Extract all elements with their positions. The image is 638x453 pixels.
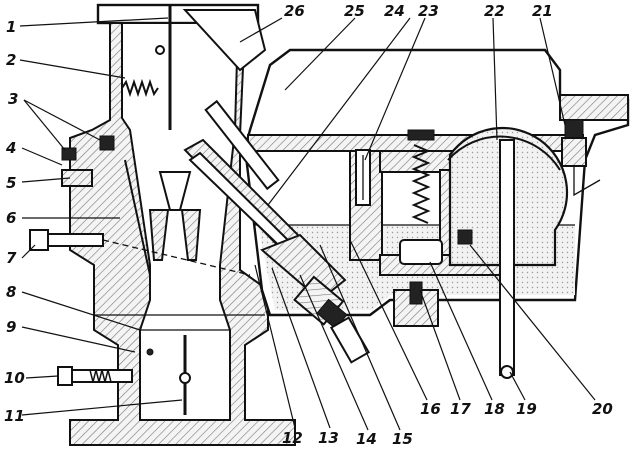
label-13: 13	[318, 429, 339, 447]
label-11: 11	[4, 407, 25, 425]
air-pipe	[182, 9, 267, 72]
label-4: 4	[5, 139, 16, 157]
emulsion-tube	[355, 149, 371, 206]
float-rod	[499, 139, 515, 379]
part-labels: 1 2 3 4 5 6 7 8 9 10 11 12 13 14 15 16 1…	[4, 2, 613, 448]
label-8: 8	[6, 283, 16, 301]
label-3: 3	[8, 90, 18, 108]
label-18: 18	[484, 400, 505, 418]
label-5: 5	[6, 174, 16, 192]
choke-spring	[121, 78, 159, 98]
label-12: 12	[282, 429, 303, 447]
label-22: 22	[484, 2, 505, 20]
choke-plate	[155, 5, 172, 130]
venturi	[148, 171, 202, 261]
label-7: 7	[6, 249, 17, 267]
label-6: 6	[6, 209, 16, 227]
label-14: 14	[356, 430, 377, 448]
label-17: 17	[450, 400, 471, 418]
label-24: 24	[384, 2, 405, 20]
label-21: 21	[532, 2, 553, 20]
main-jet	[457, 229, 473, 245]
diagonal-nozzle	[183, 99, 371, 364]
needle-valve	[561, 119, 601, 197]
label-15: 15	[392, 430, 413, 448]
leader-lines	[19, 17, 596, 431]
label-10: 10	[4, 369, 25, 387]
label-9: 9	[6, 318, 16, 336]
label-20: 20	[592, 400, 613, 418]
label-1: 1	[6, 18, 16, 36]
label-2: 2	[6, 51, 16, 69]
label-26: 26	[284, 2, 305, 20]
label-25: 25	[344, 2, 365, 20]
label-19: 19	[516, 400, 537, 418]
label-16: 16	[420, 400, 441, 418]
label-23: 23	[418, 2, 439, 20]
